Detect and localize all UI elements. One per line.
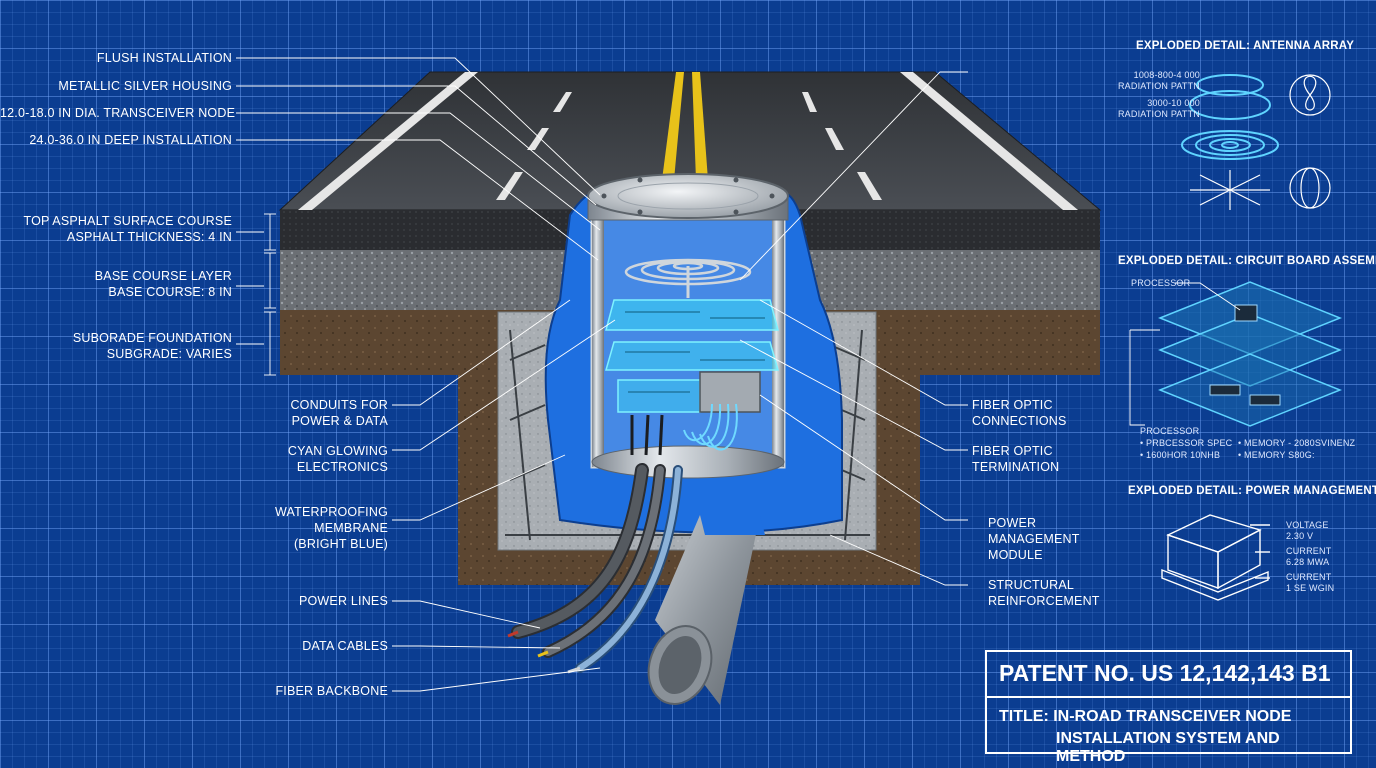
leader-lines xyxy=(236,57,968,692)
inner-wiring xyxy=(630,414,664,456)
road-dashes xyxy=(496,92,882,200)
label-metallic-housing: METALLIC SILVER HOUSING xyxy=(58,79,232,93)
circuit-detail-art xyxy=(1157,281,1343,427)
patent-title-block: PATENT NO. US 12,142,143 B1 TITLE: IN-RO… xyxy=(985,650,1352,765)
label-fiber-connections-2: CONNECTIONS xyxy=(972,414,1067,428)
road-edge-line-right xyxy=(900,72,1078,210)
label-power-module-2: MANAGEMENT xyxy=(988,532,1080,546)
housing-body xyxy=(590,203,786,469)
power-detail-art xyxy=(1161,514,1270,601)
power-voltage-value: 2.30 V xyxy=(1286,531,1314,541)
power-data-cables xyxy=(511,463,683,673)
fiber-connections xyxy=(683,403,738,451)
label-structural-2: REINFORCEMENT xyxy=(988,594,1100,608)
cable-ends xyxy=(507,630,581,674)
lid-bolts xyxy=(601,177,775,215)
power-management-module xyxy=(699,371,761,413)
label-conduits-2: POWER & DATA xyxy=(291,414,388,428)
housing-lid xyxy=(587,173,789,219)
label-subgrade-varies: SUBGRADE: VARIES xyxy=(106,347,232,361)
label-cyan-electronics-2: ELECTRONICS xyxy=(296,460,388,474)
label-power-module: POWER xyxy=(988,516,1037,530)
label-conduits: CONDUITS FOR xyxy=(290,398,388,412)
processor-top-label: PROCESSOR xyxy=(1131,278,1191,288)
patent-title-line-1: TITLE: IN-ROAD TRANSCEIVER NODE xyxy=(999,708,1292,725)
housing-wall-right xyxy=(772,205,784,467)
label-data-cables: DATA CABLES xyxy=(302,639,388,653)
power-current-label-2: CURRENT xyxy=(1286,572,1332,582)
label-membrane: WATERPROOFING xyxy=(274,505,388,519)
processor-label: PROCESSOR xyxy=(1140,426,1200,436)
label-structural: STRUCTURAL xyxy=(988,578,1075,592)
circuit-detail-header: EXPLODED DETAIL: CIRCUIT BOARD ASSEMBLY xyxy=(1118,255,1376,267)
power-detail-header: EXPLODED DETAIL: POWER MANAGEMENT xyxy=(1128,485,1376,497)
label-power-lines: POWER LINES xyxy=(298,594,388,608)
road-center-line xyxy=(662,72,684,180)
title-block-divider xyxy=(987,696,1350,698)
road-edge-line-left xyxy=(298,72,478,210)
antenna-label-1a: 1008-800-4 000 xyxy=(1133,70,1200,80)
label-fiber-backbone: FIBER BACKBONE xyxy=(275,684,388,698)
circuit-board-stack xyxy=(605,299,779,413)
patent-title-line-2: INSTALLATION SYSTEM AND METHOD xyxy=(1056,730,1280,765)
label-cyan-electronics: CYAN GLOWING xyxy=(287,444,388,458)
label-membrane-3: (BRIGHT BLUE) xyxy=(293,537,388,551)
power-current-label: CURRENT xyxy=(1286,546,1332,556)
memory-spec-2: • MEMORY S80G: xyxy=(1238,450,1315,460)
label-flush-installation: FLUSH INSTALLATION xyxy=(96,51,232,65)
road-center-line-2 xyxy=(692,72,708,180)
label-fiber-termination: FIBER OPTIC xyxy=(972,444,1053,458)
power-voltage-label: VOLTAGE xyxy=(1286,520,1329,530)
label-membrane-2: MEMBRANE xyxy=(314,521,388,535)
fiber-backbone-pipe xyxy=(647,515,765,705)
housing-wall-left xyxy=(592,205,604,467)
antenna-label-2a: 3000-10 000 xyxy=(1147,98,1200,108)
dimension-brackets xyxy=(236,213,276,376)
label-power-module-3: MODULE xyxy=(988,548,1043,562)
housing-bottom xyxy=(591,445,785,479)
label-base-thickness: BASE COURSE: 8 IN xyxy=(108,285,232,299)
label-asphalt-course: TOP ASPHALT SURFACE COURSE xyxy=(23,214,232,228)
label-depth: 24.0-36.0 IN DEEP INSTALLATION xyxy=(29,133,232,147)
antenna-detail-art xyxy=(1181,74,1279,160)
memory-spec-1: • MEMORY - 2080SVINENZ xyxy=(1238,438,1356,448)
label-fiber-connections: FIBER OPTIC xyxy=(972,398,1053,412)
label-asphalt-thickness: ASPHALT THICKNESS: 4 IN xyxy=(66,230,232,244)
power-current-value-2: 1 SE WGIN xyxy=(1286,583,1335,593)
antenna-detail-header: EXPLODED DETAIL: ANTENNA ARRAY xyxy=(1136,40,1355,52)
processor-spec-2: • 1600HOR 10NHB xyxy=(1140,450,1221,460)
power-current-value: 6.28 MWA xyxy=(1286,557,1330,567)
antenna-label-1b: RADIATION PATTN xyxy=(1117,81,1200,91)
label-base-course: BASE COURSE LAYER xyxy=(94,269,232,283)
label-diameter: 12.0-18.0 IN DIA. TRANSCEIVER NODE xyxy=(0,106,236,120)
antenna-label-2b: RADIATION PATTN xyxy=(1117,109,1200,119)
patent-number: PATENT NO. US 12,142,143 B1 xyxy=(999,660,1331,686)
label-subgrade: SUBORADE FOUNDATION xyxy=(72,331,232,345)
label-fiber-termination-2: TERMINATION xyxy=(972,460,1060,474)
processor-spec-1: • PRBCESSOR SPEC xyxy=(1140,438,1233,448)
radiation-pattern-icons xyxy=(1190,74,1331,210)
